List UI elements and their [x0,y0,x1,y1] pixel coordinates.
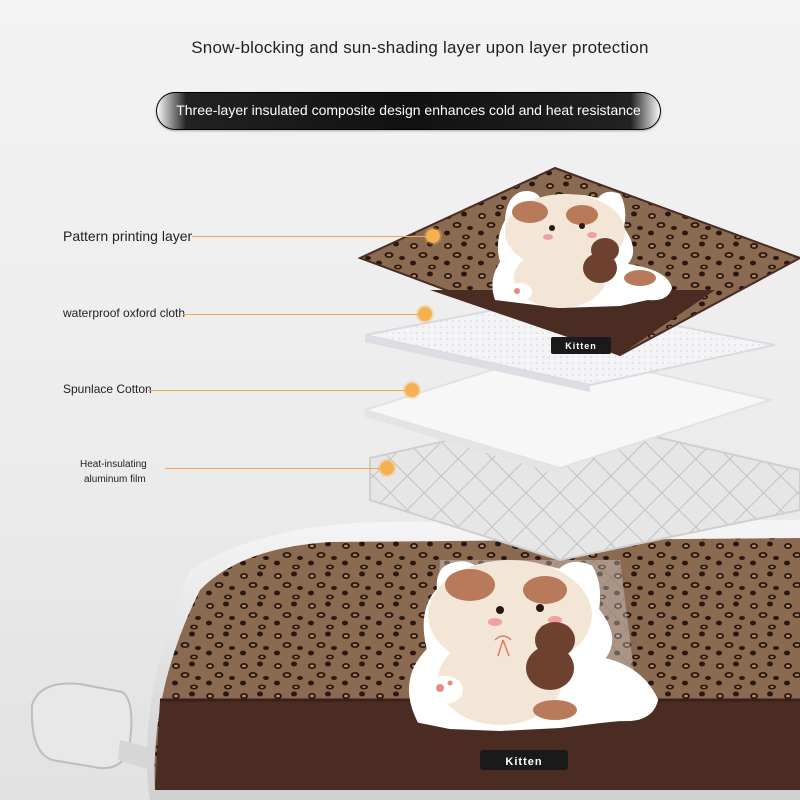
brand-tag-small [551,337,611,354]
mirror-arm [118,740,160,770]
callout-line-1 [192,236,428,237]
callout-dot-1 [426,229,440,243]
kitten-illustration-large [409,560,659,732]
label-aluminum-film: Heat-insulating aluminum film [80,457,147,487]
layer-pattern-printing: Kitten [357,166,800,357]
callout-line-4 [165,468,383,469]
brand-tag-large [480,750,568,770]
label-spunlace-cotton: Spunlace Cotton [63,382,152,396]
brand-tag-small-text: Kitten [565,341,597,351]
brand-tag-large-text: Kitten [505,756,542,768]
callout-line-3 [148,390,410,391]
label-oxford-cloth: waterproof oxford cloth [63,306,186,320]
label-pattern-printing: Pattern printing layer [63,228,193,244]
subtitle-banner: Three-layer insulated composite design e… [156,92,661,130]
label-aluminum-film-line2: aluminum film [84,474,146,485]
subtitle-text: Three-layer insulated composite design e… [176,102,641,118]
label-aluminum-film-line1: Heat-insulating [80,459,147,470]
side-mirror [30,682,133,770]
callout-line-2 [183,314,421,315]
windshield-cover: Kitten [154,538,800,790]
callout-dot-3 [405,383,419,397]
layer-spunlace-cotton [361,348,774,475]
callout-dot-2 [418,307,432,321]
page-title: Snow-blocking and sun-shading layer upon… [191,38,649,57]
kitten-illustration-small [492,191,672,308]
callout-dot-4 [380,461,394,475]
